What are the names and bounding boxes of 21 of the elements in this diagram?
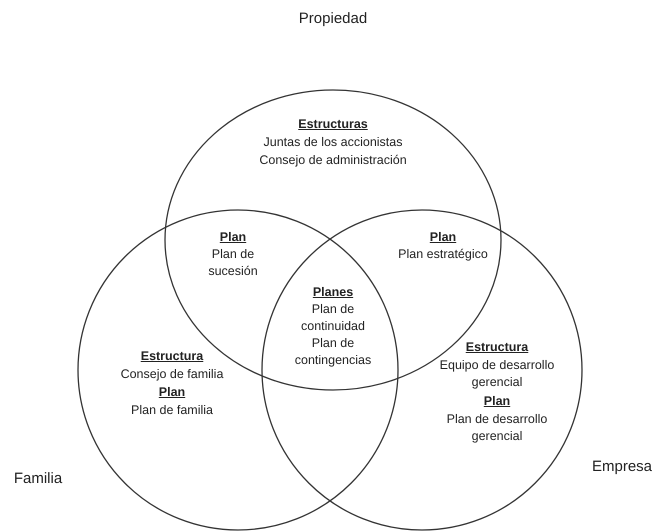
- item-text: Plan de sucesión: [207, 246, 259, 280]
- section-heading: Estructura: [140, 348, 204, 365]
- section-heading: Planes: [312, 284, 354, 301]
- item-text: Consejo de administración: [258, 152, 408, 169]
- section-heading: Estructuras: [297, 116, 369, 133]
- item-text: Plan de desarrollo gerencial: [446, 411, 548, 445]
- set-title: Empresa: [590, 458, 654, 475]
- item-text: Plan de continuidad: [300, 301, 366, 335]
- item-text: Plan de familia: [130, 402, 214, 419]
- section-heading: Plan: [158, 384, 186, 401]
- set-title: Propiedad: [298, 10, 368, 27]
- item-text: Plan de contingencias: [294, 335, 372, 369]
- section-heading: Plan: [218, 229, 248, 246]
- set-title: Familia: [12, 470, 64, 487]
- item-text: Juntas de los accionistas: [262, 134, 404, 151]
- item-text: Equipo de desarrollo gerencial: [438, 357, 556, 391]
- item-text: Consejo de familia: [120, 366, 224, 383]
- section-heading: Plan: [428, 229, 458, 246]
- section-heading: Plan: [482, 393, 512, 410]
- section-heading: Estructura: [464, 339, 530, 356]
- item-text: Plan estratégico: [398, 246, 488, 263]
